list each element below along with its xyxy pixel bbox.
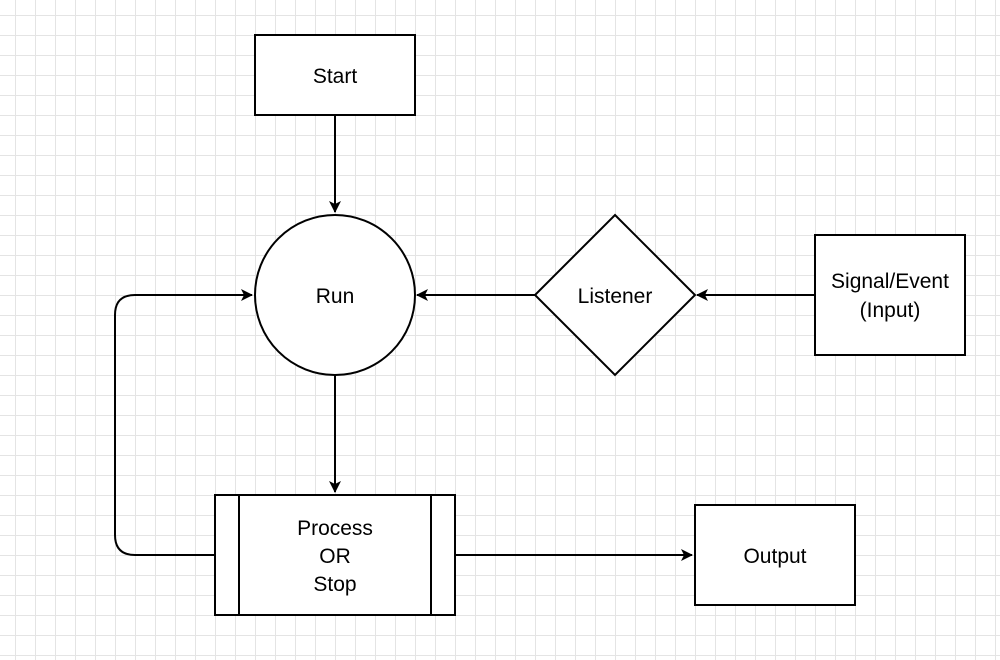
signal-event-box (814, 234, 966, 356)
listener-diamond (533, 213, 697, 377)
node-listener[interactable]: Listener (533, 213, 697, 377)
signal-event-label-line1: Signal/Event (831, 270, 949, 293)
signal-event-label-line2: (Input) (860, 299, 921, 322)
node-run[interactable]: Run (254, 214, 416, 376)
node-output[interactable]: Output (694, 504, 856, 606)
process-label-line2: OR (319, 545, 351, 568)
output-label: Output (743, 545, 806, 568)
start-label: Start (313, 65, 358, 88)
start-box (254, 34, 416, 116)
output-box (694, 504, 856, 606)
node-signal-event[interactable]: Signal/Event (Input) (814, 234, 966, 356)
edge-process-to-run-loop (114, 289, 253, 556)
node-start[interactable]: Start (254, 34, 416, 116)
process-label-line1: Process (297, 517, 373, 540)
process-label-line3: Stop (313, 573, 356, 596)
process-box (214, 494, 456, 616)
edges (114, 115, 815, 561)
run-circle (254, 214, 416, 376)
run-label: Run (316, 285, 355, 308)
listener-label: Listener (578, 285, 653, 308)
node-process[interactable]: Process OR Stop (214, 494, 456, 616)
